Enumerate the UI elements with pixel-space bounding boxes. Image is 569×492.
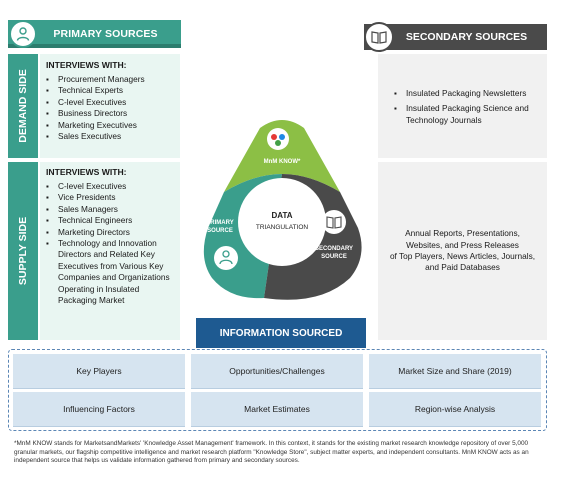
list-item: Technology and Innovation Directors and … — [46, 238, 176, 306]
list-item: Insulated Packaging Science and Technolo… — [394, 103, 541, 126]
triangulation-center — [238, 178, 326, 266]
supply-interviews-title: INTERVIEWS WITH: — [46, 167, 127, 177]
list-item: Marketing Executives — [46, 120, 174, 132]
book-icon — [326, 216, 342, 229]
list-item: Marketing Directors — [46, 227, 176, 239]
primary-banner-shade — [8, 44, 181, 48]
primary-source-label-1: PRIMARY — [206, 220, 233, 226]
list-item: Technical Experts — [46, 85, 174, 97]
footnote: *MnM KNOW stands for MarketsandMarkets' … — [14, 440, 529, 465]
secondary-demand-panel: Insulated Packaging Newsletters Insulate… — [378, 54, 547, 158]
primary-source-label-2: SOURCE — [207, 228, 233, 234]
demand-interviews-list: Procurement Managers Technical Experts C… — [46, 74, 174, 143]
supply-interviews-list: C-level Executives Vice Presidents Sales… — [46, 181, 176, 306]
list-item: Technical Engineers — [46, 215, 176, 227]
information-sourced-title: INFORMATION SOURCED — [219, 327, 343, 339]
info-cell-opportunities: Opportunities/Challenges — [191, 354, 363, 388]
person-icon — [219, 250, 233, 265]
list-item: Insulated Packaging Newsletters — [394, 88, 541, 100]
book-icon — [364, 22, 394, 52]
secondary-source-label-2: SOURCE — [321, 254, 347, 260]
primary-sources-title: PRIMARY SOURCES — [53, 28, 158, 40]
list-item: Business Directors — [46, 108, 174, 120]
secondary-supply-panel: Annual Reports, Presentations, Websites,… — [378, 162, 547, 340]
person-icon — [9, 20, 37, 48]
secondary-source-label-1: SECONDARY — [315, 246, 353, 252]
info-cell-region-analysis: Region-wise Analysis — [369, 392, 541, 426]
secondary-demand-list: Insulated Packaging Newsletters Insulate… — [394, 88, 541, 126]
data-triangulation-diagram: DATA TRIANGULATION MnM KNOW* PRIMARY SOU… — [203, 120, 362, 300]
demand-interviews-title: INTERVIEWS WITH: — [46, 60, 127, 70]
network-icon — [271, 134, 285, 146]
mnm-know-icon — [267, 128, 289, 150]
list-item: Procurement Managers — [46, 74, 174, 86]
list-item: Sales Managers — [46, 204, 176, 216]
info-cell-market-size: Market Size and Share (2019) — [369, 354, 541, 388]
list-item: C-level Executives — [46, 97, 174, 109]
info-cell-key-players: Key Players — [13, 354, 185, 388]
secondary-sources-title: SECONDARY SOURCES — [405, 31, 528, 43]
information-sourced-banner: INFORMATION SOURCED — [196, 318, 366, 348]
list-item: Sales Executives — [46, 131, 174, 143]
secondary-sources-banner: SECONDARY SOURCES — [364, 24, 547, 50]
secondary-source-icon-circle — [322, 210, 346, 234]
mnm-know-label: MnM KNOW* — [264, 159, 301, 165]
list-item: Vice Presidents — [46, 192, 176, 204]
secondary-supply-text: Annual Reports, Presentations, Websites,… — [389, 228, 536, 273]
triangulation-center-line1: DATA — [271, 211, 292, 220]
info-cell-influencing-factors: Influencing Factors — [13, 392, 185, 426]
supply-side-panel: INTERVIEWS WITH: C-level Executives Vice… — [40, 162, 180, 340]
demand-side-panel: INTERVIEWS WITH: Procurement Managers Te… — [40, 54, 180, 158]
primary-source-icon-circle — [214, 246, 238, 270]
list-item: C-level Executives — [46, 181, 176, 193]
triangulation-center-line2: TRIANGULATION — [256, 224, 309, 231]
information-grid: Key Players Opportunities/Challenges Mar… — [8, 349, 547, 431]
mnm-know-segment — [224, 120, 340, 192]
demand-side-label: DEMAND SIDE — [8, 54, 38, 158]
info-cell-market-estimates: Market Estimates — [191, 392, 363, 426]
supply-side-label: SUPPLY SIDE — [8, 162, 38, 340]
